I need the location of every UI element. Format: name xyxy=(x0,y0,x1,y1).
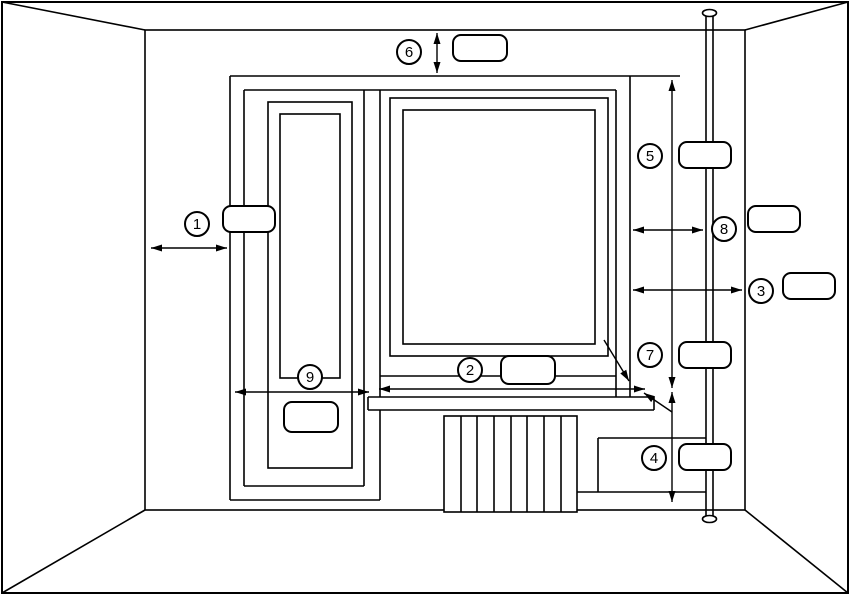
dim-marker-9: 9 xyxy=(297,364,323,390)
dimension-arrows xyxy=(151,33,742,502)
dim-marker-7: 7 xyxy=(637,342,663,368)
dim-value-field-7[interactable] xyxy=(678,341,732,369)
heating-riser-pipe xyxy=(701,8,718,524)
dim-marker-5: 5 xyxy=(637,143,663,169)
dim-value-field-9[interactable] xyxy=(283,401,339,433)
dim-arrow-7a xyxy=(603,339,630,382)
dim-value-field-4[interactable] xyxy=(678,443,732,471)
dim-value-field-2[interactable] xyxy=(500,355,556,385)
dim-marker-6: 6 xyxy=(396,39,422,65)
dim-marker-4: 4 xyxy=(641,445,667,471)
dim-marker-3: 3 xyxy=(748,278,774,304)
windowsill xyxy=(367,396,655,411)
radiator xyxy=(443,415,578,513)
dim-marker-1: 1 xyxy=(184,211,210,237)
dim-arrow-7b xyxy=(643,392,673,413)
dim-marker-2: 2 xyxy=(457,357,483,383)
window-frame xyxy=(229,75,680,501)
dim-value-field-3[interactable] xyxy=(782,272,836,300)
dim-value-field-6[interactable] xyxy=(452,34,508,62)
radiator-pipes xyxy=(577,437,706,493)
dim-value-field-5[interactable] xyxy=(678,141,732,169)
window-sash xyxy=(389,97,609,357)
dim-value-field-8[interactable] xyxy=(747,205,801,233)
dim-marker-8: 8 xyxy=(711,216,737,242)
dim-value-field-1[interactable] xyxy=(222,205,276,233)
